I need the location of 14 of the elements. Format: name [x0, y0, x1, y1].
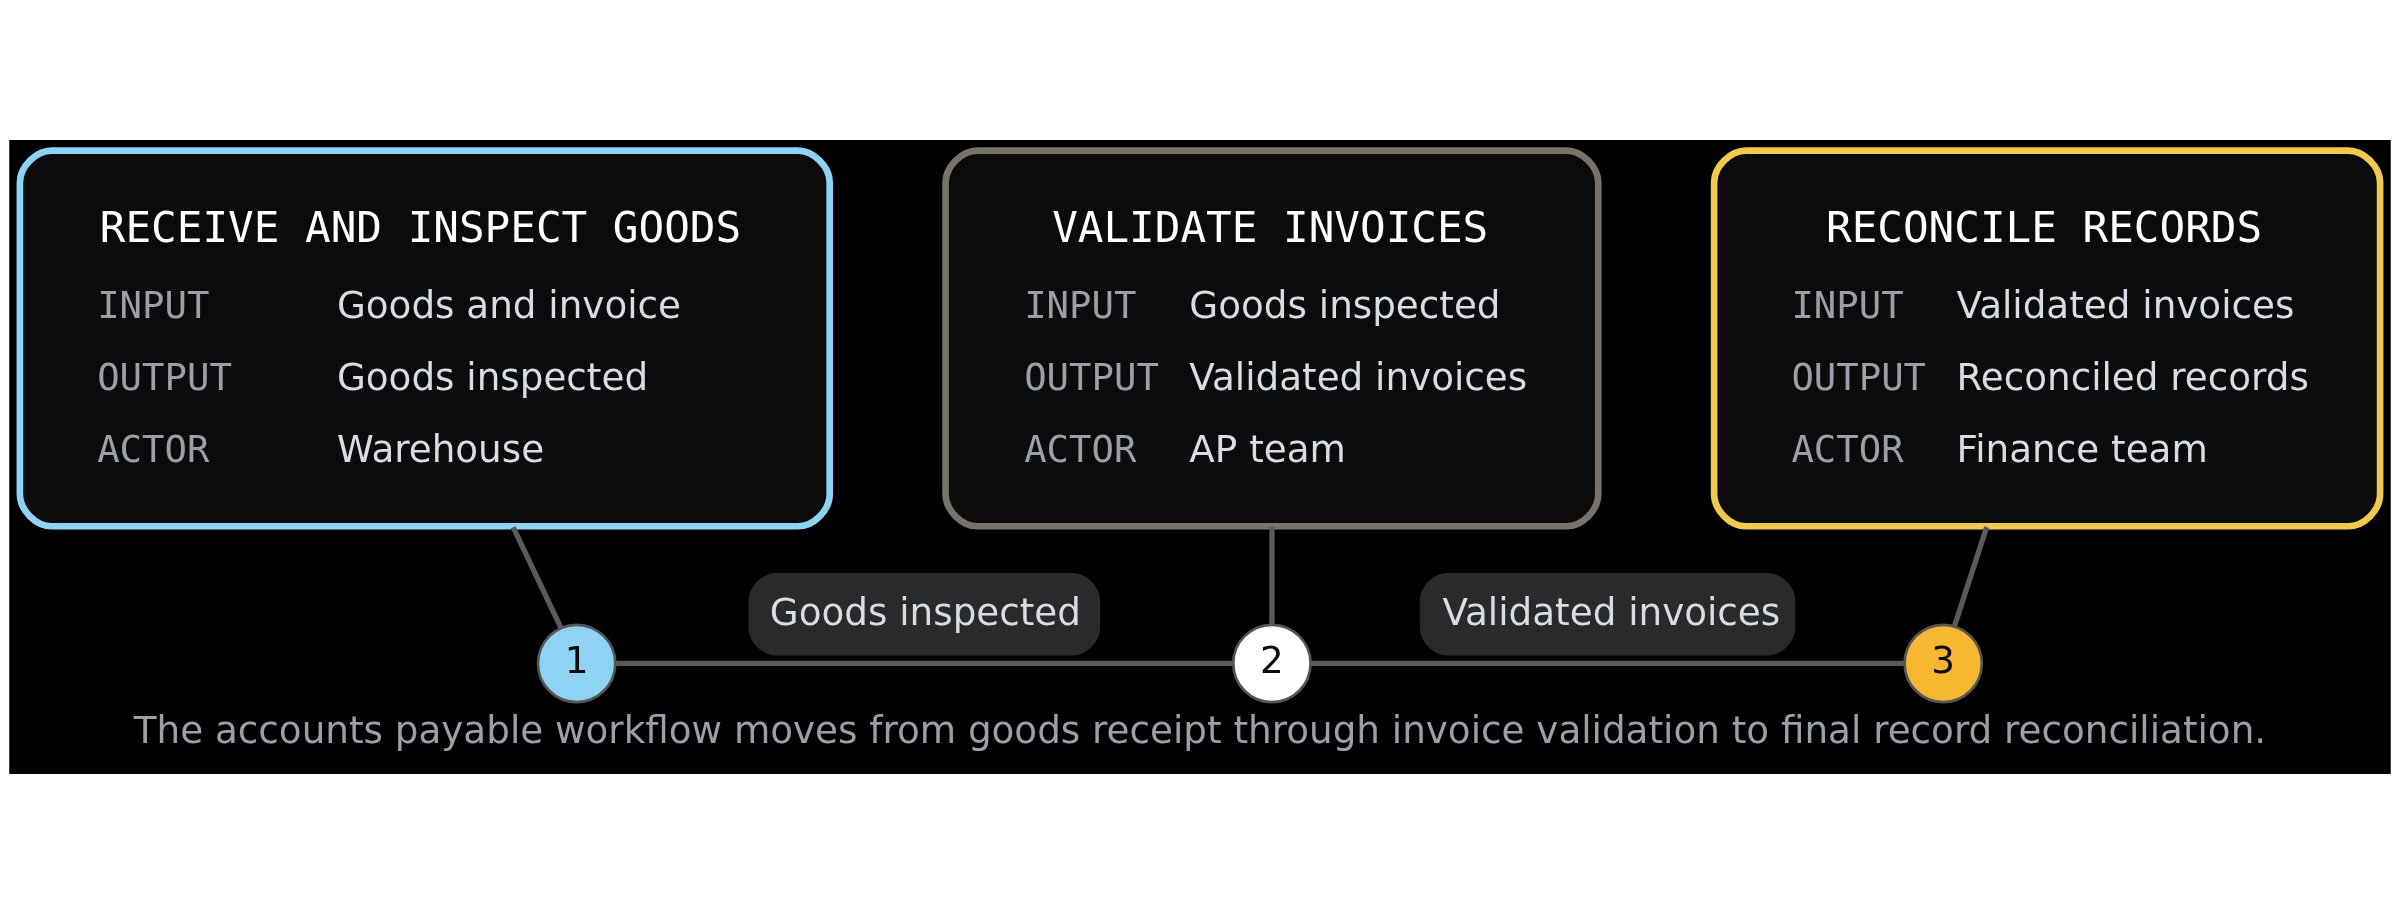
edge-label: Validated invoices: [1442, 590, 1781, 635]
connector: [1952, 526, 1990, 627]
connector: [1269, 527, 1275, 625]
node-box: RECEIVE AND INSPECT GOODS INPUT Goods and invoice OUTPUT Goods inspected ACTOR Warehouse: [16, 147, 834, 530]
node-circle: 2: [1231, 623, 1312, 704]
connector: [1310, 660, 1905, 667]
node-box: VALIDATE INVOICES INPUT Goods inspected OUTPUT Validated invoices ACTOR AP team: [942, 147, 1602, 530]
connector: [616, 660, 1233, 667]
node-circle: 1: [536, 623, 617, 704]
caption: The accounts payable workflow moves from goods receipt through invoice validation to final record reconciliation.: [133, 707, 2267, 752]
edge-label: Goods inspected: [769, 590, 1081, 635]
node-box: RECONCILE RECORDS INPUT Validated invoices OUTPUT Reconciled records ACTOR Finance team: [1710, 147, 2384, 530]
node-circle: 3: [1903, 623, 1984, 704]
connector: [510, 525, 564, 630]
